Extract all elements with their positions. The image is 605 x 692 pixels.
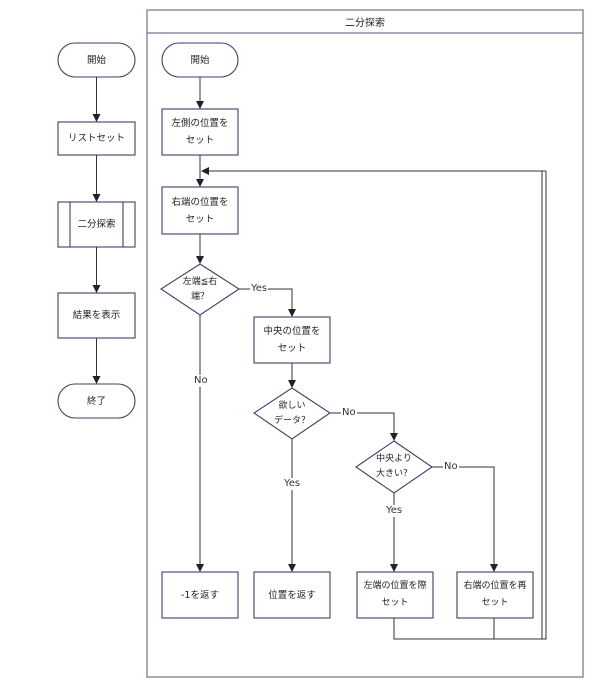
main-subprocess-box[interactable]: [57, 201, 136, 248]
edge-label-cond2-no: No: [341, 407, 357, 419]
edge-label-cond1-yes: Yes: [250, 283, 269, 295]
edge-reset-right-loopback: [493, 171, 543, 640]
sub-reset-left-process[interactable]: [356, 571, 434, 619]
edge-label-cond3-yes: Yes: [385, 505, 404, 517]
sub-reset-right-process[interactable]: [456, 571, 534, 619]
subroutine-title: 二分探索: [345, 18, 385, 29]
sub-return-position-process[interactable]: [253, 571, 331, 619]
edge-cond2-no: [330, 412, 398, 441]
sub-cond-found-decision[interactable]: [253, 387, 331, 440]
subroutine-frame: [146, 9, 584, 678]
main-list-set-process[interactable]: [57, 121, 136, 156]
sub-cond-greater-decision[interactable]: [355, 440, 433, 494]
sub-cond-left-le-right-decision[interactable]: [159, 263, 241, 316]
main-start-terminal[interactable]: [57, 42, 136, 78]
sub-return-minus-one-process[interactable]: [161, 571, 239, 619]
edge-label-cond3-no: No: [443, 461, 459, 473]
main-show-result-process[interactable]: [57, 292, 136, 339]
edge-reset-left-loopback: [393, 171, 547, 640]
edge-cond3-no: [432, 466, 498, 572]
main-end-terminal[interactable]: [57, 383, 136, 419]
sub-set-middle-process[interactable]: [253, 316, 331, 364]
sub-start-terminal[interactable]: [161, 42, 239, 78]
sub-set-left-process[interactable]: [161, 108, 239, 156]
edge-label-cond1-no: No: [193, 375, 209, 387]
edge-label-cond2-yes: Yes: [283, 478, 302, 490]
sub-set-right-process[interactable]: [161, 186, 239, 235]
